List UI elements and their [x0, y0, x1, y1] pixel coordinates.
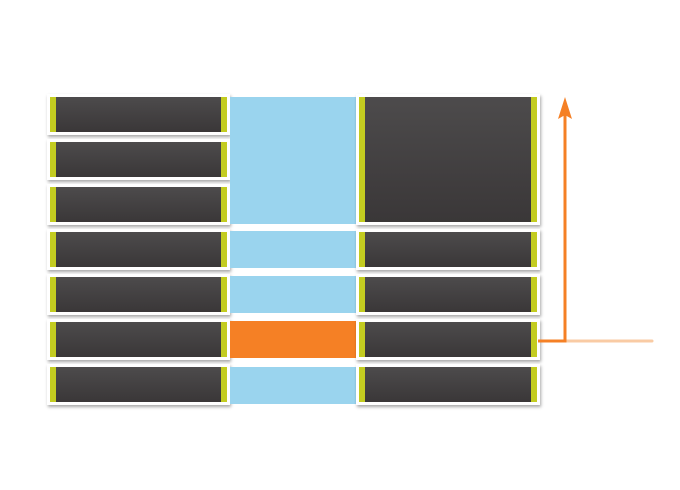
right-box-5-fill	[359, 367, 537, 402]
right-box-3	[356, 274, 540, 320]
left-box-6-fill	[50, 322, 227, 357]
right-box-4-fill	[359, 322, 537, 357]
middle-segment-3	[230, 276, 357, 313]
left-box-7	[47, 364, 230, 405]
right-box-2	[356, 229, 540, 275]
left-box-3	[47, 184, 230, 230]
right-box-5	[356, 364, 540, 405]
left-box-3-fill	[50, 187, 227, 222]
middle-segment-2	[230, 231, 357, 268]
middle-segment-highlight	[230, 321, 357, 358]
right-box-large-fill	[359, 97, 537, 222]
right-box-4	[356, 319, 540, 365]
left-box-7-fill	[50, 367, 227, 402]
left-box-6	[47, 319, 230, 365]
middle-segment-5	[230, 367, 357, 404]
right-box-large	[356, 94, 540, 230]
left-box-4	[47, 229, 230, 275]
arrow-head-icon	[558, 97, 572, 119]
left-box-4-fill	[50, 232, 227, 267]
right-box-3-fill	[359, 277, 537, 312]
left-box-1-fill	[50, 97, 227, 132]
right-box-2-fill	[359, 232, 537, 267]
left-box-1	[47, 94, 230, 140]
middle-segment-1	[230, 97, 357, 224]
left-box-5-fill	[50, 277, 227, 312]
left-box-2-fill	[50, 142, 227, 177]
